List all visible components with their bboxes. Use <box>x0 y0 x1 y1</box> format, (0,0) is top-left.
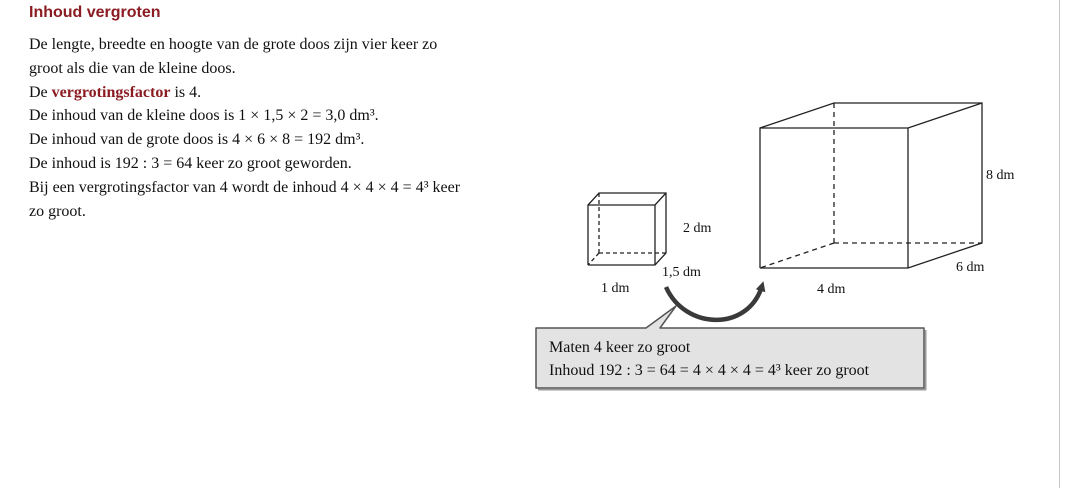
enlarge-arrow <box>663 281 766 322</box>
callout-box <box>535 305 927 391</box>
small-box-height-label: 2 dm <box>683 221 712 236</box>
callout-text: Maten 4 keer zo groot Inhoud 192 : 3 = 6… <box>549 336 869 382</box>
text-line-1: De lengte, breedte en hoogte van de grot… <box>29 36 438 53</box>
text-line-3-post: is 4. <box>170 83 202 101</box>
explanation-paragraph: De lengte, breedte en hoogte van de grot… <box>29 33 539 223</box>
large-box-width-label: 4 dm <box>817 282 846 297</box>
page-edge-divider <box>1059 0 1060 488</box>
large-box-height-label: 8 dm <box>986 168 1015 183</box>
text-line-4: De inhoud van de kleine doos is 1 × 1,5 … <box>29 107 379 125</box>
large-box <box>759 102 983 269</box>
callout-line-2: Inhoud 192 : 3 = 64 = 4 × 4 × 4 = 4³ kee… <box>549 362 870 379</box>
small-box-depth-label: 1,5 dm <box>662 265 701 280</box>
text-line-8: zo groot. <box>29 202 86 220</box>
text-line-7: Bij een vergrotingsfactor van 4 wordt de… <box>29 178 461 196</box>
callout-line-1: Maten 4 keer zo groot <box>549 339 691 356</box>
text-line-6: De inhoud is 192 : 3 = 64 keer zo groot … <box>29 154 352 172</box>
text-line-3-pre: De <box>29 83 52 101</box>
small-box-width-label: 1 dm <box>601 281 630 296</box>
large-box-depth-label: 6 dm <box>956 260 985 275</box>
text-line-5: De inhoud van de grote doos is 4 × 6 × 8… <box>29 131 365 149</box>
text-line-3: De vergrotingsfactor is 4. <box>29 81 539 105</box>
text-line-2: groot als die van de kleine doos. <box>29 59 236 77</box>
key-term-vergrotingsfactor: vergrotingsfactor <box>51 83 171 101</box>
section-heading: Inhoud vergroten <box>29 4 161 21</box>
small-box <box>587 192 667 266</box>
